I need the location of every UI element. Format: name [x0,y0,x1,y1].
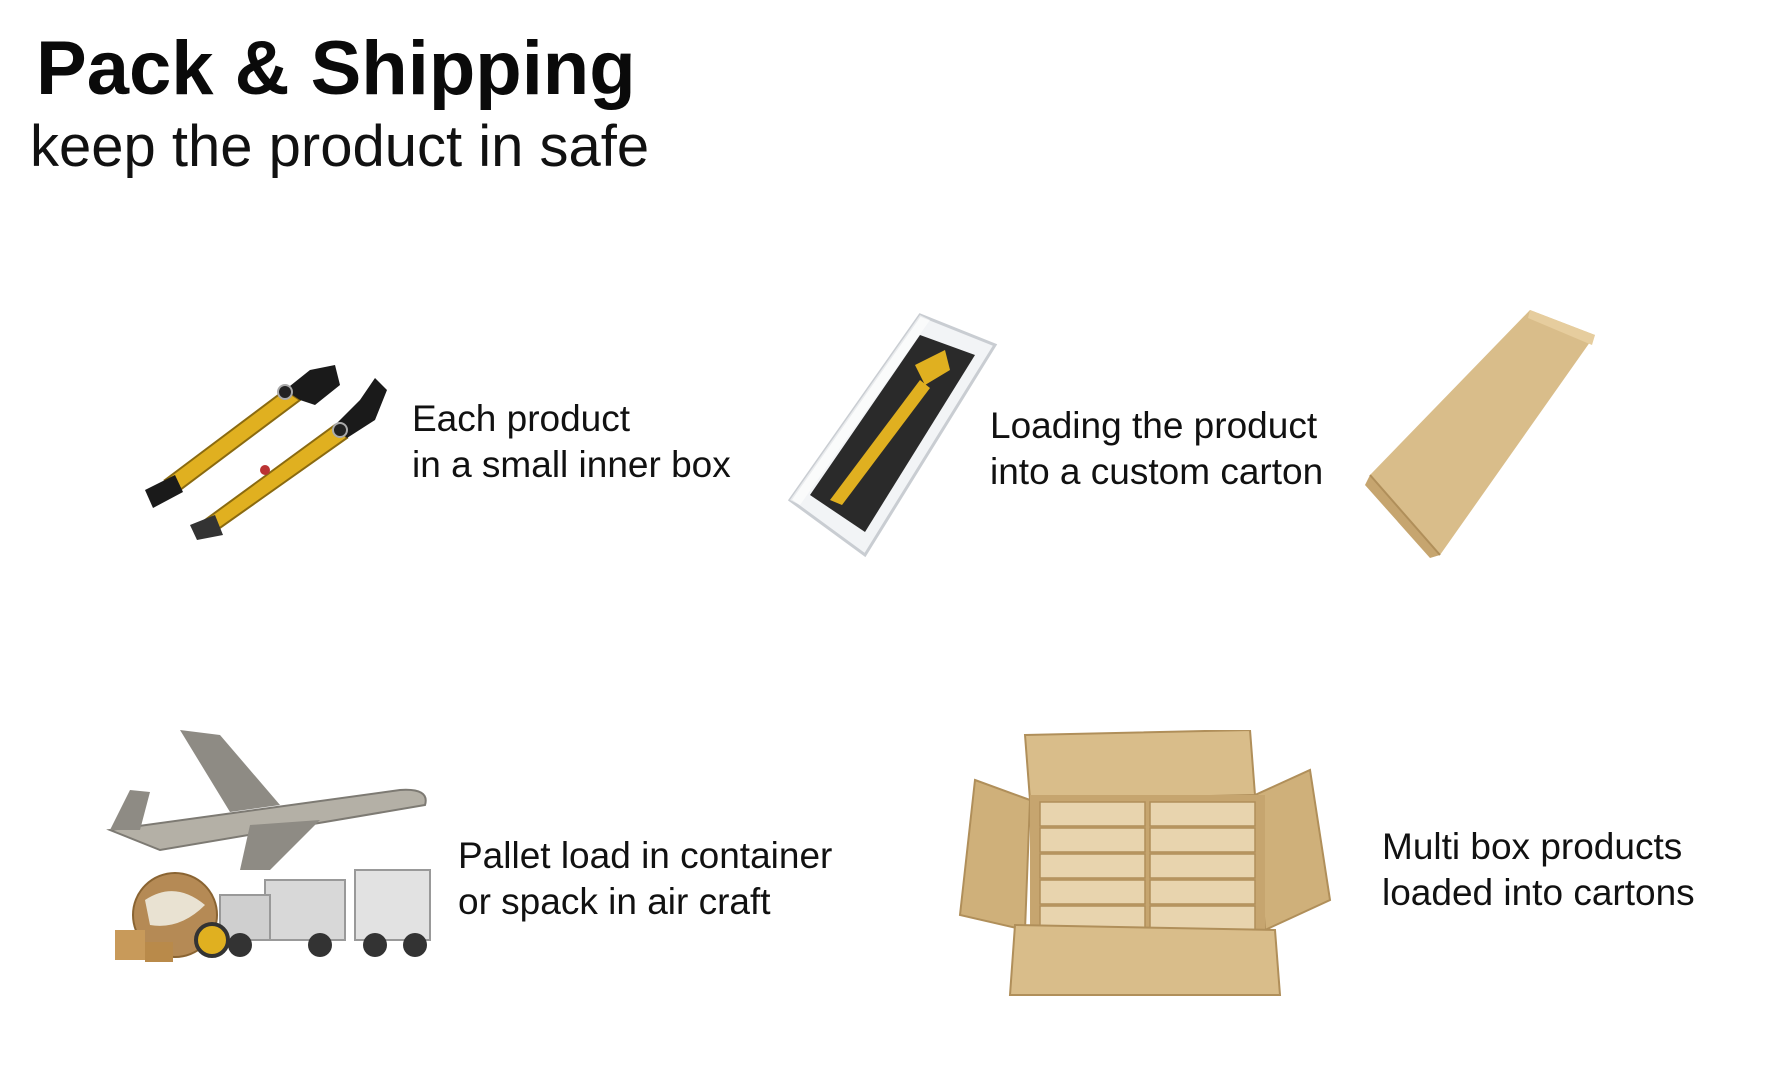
long-carton-image [1360,300,1600,560]
page-subtitle: keep the product in safe [30,114,650,179]
step-caption-multi-box: Multi box products loaded into cartons [1382,826,1695,913]
step-caption-custom-carton: Loading the product into a custom carton [990,405,1324,492]
step-caption-inner-box: Each product in a small inner box [412,398,731,485]
open-master-carton-image [955,730,1335,1000]
blister-box-image [770,300,1000,570]
step-caption-pallet-load: Pallet load in container or spack in air… [458,835,833,922]
page-title: Pack & Shipping [36,26,636,111]
brake-levers-image [135,330,395,540]
air-freight-image [100,730,440,970]
